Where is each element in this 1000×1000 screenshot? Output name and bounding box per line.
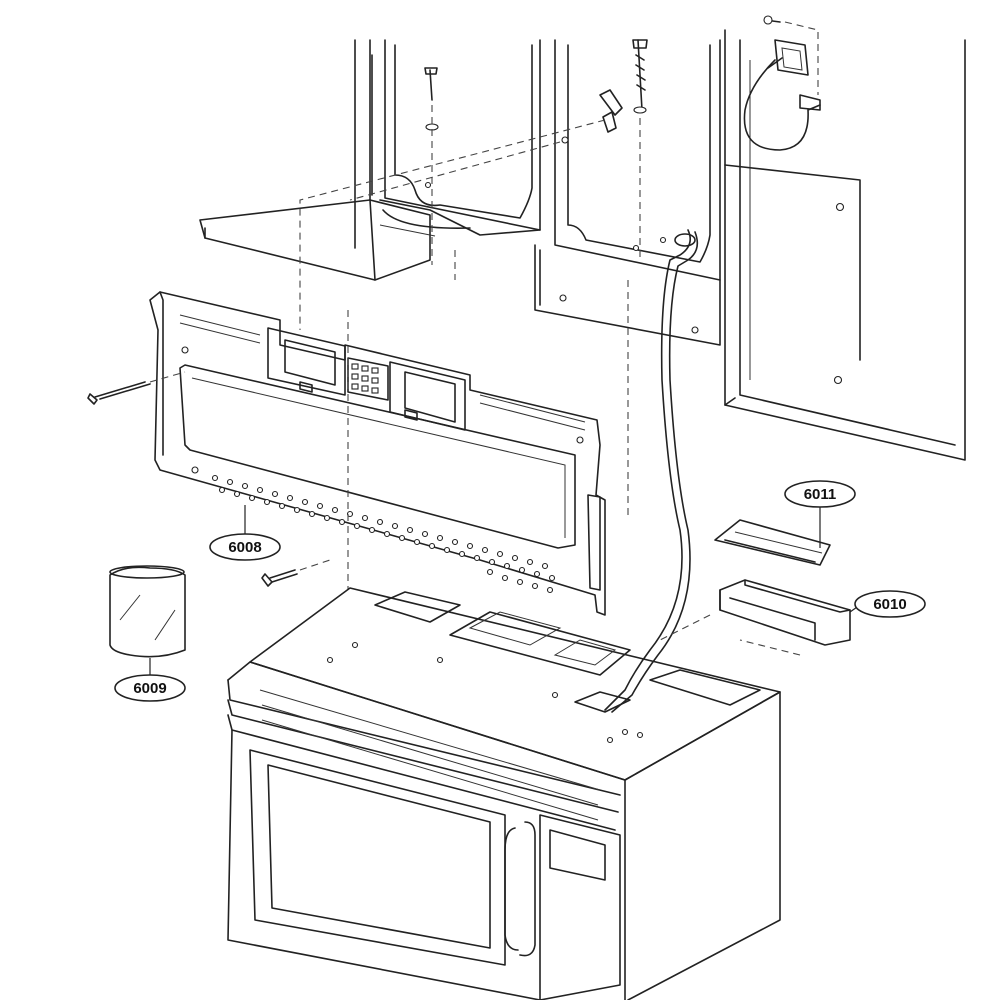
- callout-6008: 6008: [209, 505, 281, 561]
- mounting-plate: [149, 280, 629, 616]
- callout-label-6010: 6010: [873, 596, 906, 613]
- wall-screws: [87, 371, 331, 587]
- vent-grid: [351, 363, 379, 394]
- hardware-bag: [109, 565, 186, 658]
- callout-label-6009: 6009: [133, 680, 166, 697]
- microwave-oven: [227, 587, 781, 1000]
- damper-parts: [659, 519, 851, 656]
- plate-hole-rows: [211, 474, 556, 594]
- callout-6011: 6011: [784, 480, 856, 548]
- mounting-hardware: [299, 39, 667, 330]
- callout-6009: 6009: [114, 658, 186, 702]
- power-cord: [604, 229, 699, 713]
- callout-6010: 6010: [849, 590, 926, 618]
- callout-label-6011: 6011: [804, 486, 837, 503]
- callout-label-6008: 6008: [228, 539, 261, 556]
- upper-cabinets: [199, 15, 966, 461]
